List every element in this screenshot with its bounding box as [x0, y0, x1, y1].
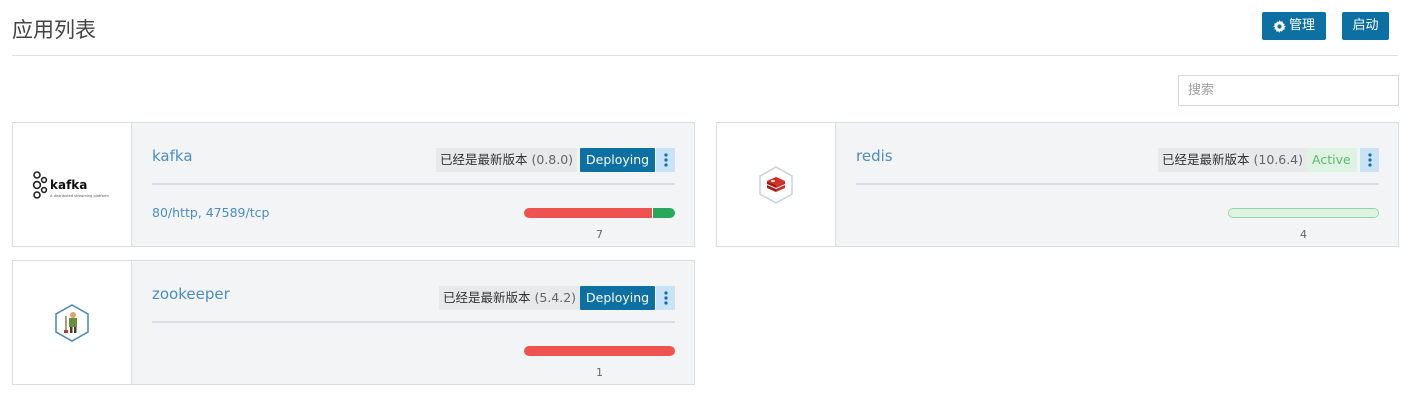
health-bar [1228, 208, 1379, 218]
manage-button-label: 管理 [1288, 18, 1315, 33]
page-header: 应用列表 管理 启动 [12, 8, 1398, 56]
app-logo [13, 261, 132, 384]
app-card-redis: redis 已经是最新版本 (10.6.4) Active 4 [716, 122, 1399, 247]
health-bar [524, 208, 675, 218]
app-logo: kafka A distributed streaming platform [13, 123, 132, 246]
health-bar-failed [524, 346, 675, 356]
status-badge[interactable]: Active [1306, 148, 1357, 172]
instance-count: 7 [596, 228, 603, 241]
gear-icon [1272, 19, 1286, 33]
more-actions-button[interactable] [1360, 148, 1379, 172]
vertical-dots-icon [663, 153, 668, 167]
version-label: 已经是最新版本 [440, 152, 528, 167]
redis-logo-icon [759, 165, 793, 204]
version-info: 已经是最新版本 (5.4.2) [439, 286, 581, 310]
kafka-logo-caption: A distributed streaming platform [50, 194, 109, 198]
app-name-link[interactable]: zookeeper [152, 285, 230, 303]
kafka-logo-text: kafka [50, 178, 87, 192]
status-badge[interactable]: Deploying [580, 286, 656, 310]
card-divider [152, 183, 675, 185]
more-actions-button[interactable] [656, 148, 675, 172]
start-button[interactable]: 启动 [1342, 12, 1389, 40]
version-number: (10.6.4) [1253, 152, 1304, 167]
vertical-dots-icon [1367, 153, 1372, 167]
app-card-kafka: kafka A distributed streaming platform k… [12, 122, 695, 247]
health-bar [524, 346, 675, 356]
version-number: (5.4.2) [534, 290, 577, 305]
manage-button[interactable]: 管理 [1262, 12, 1326, 40]
app-ports[interactable]: 80/http, 47589/tcp [152, 205, 270, 220]
health-bar-healthy [1229, 209, 1378, 217]
version-label: 已经是最新版本 [1162, 152, 1250, 167]
version-number: (0.8.0) [531, 152, 574, 167]
app-logo [717, 123, 836, 246]
status-badge[interactable]: Deploying [580, 148, 656, 172]
kafka-logo-icon: kafka A distributed streaming platform [32, 170, 109, 199]
version-info: 已经是最新版本 (10.6.4) [1158, 148, 1308, 172]
page-title: 应用列表 [12, 18, 96, 42]
more-actions-button[interactable] [656, 286, 675, 310]
app-name-link[interactable]: redis [856, 147, 893, 165]
vertical-dots-icon [663, 291, 668, 305]
card-divider [152, 321, 675, 323]
version-info: 已经是最新版本 (0.8.0) [436, 148, 578, 172]
app-name-link[interactable]: kafka [152, 147, 193, 165]
zookeeper-logo-icon [55, 303, 89, 342]
version-label: 已经是最新版本 [443, 290, 531, 305]
instance-count: 4 [1300, 228, 1307, 241]
health-bar-failed [524, 208, 653, 218]
card-divider [856, 183, 1379, 185]
health-bar-healthy [652, 208, 675, 218]
app-card-zookeeper: zookeeper 已经是最新版本 (5.4.2) Deploying 1 [12, 260, 695, 385]
search-input[interactable] [1178, 75, 1399, 106]
instance-count: 1 [596, 366, 603, 379]
